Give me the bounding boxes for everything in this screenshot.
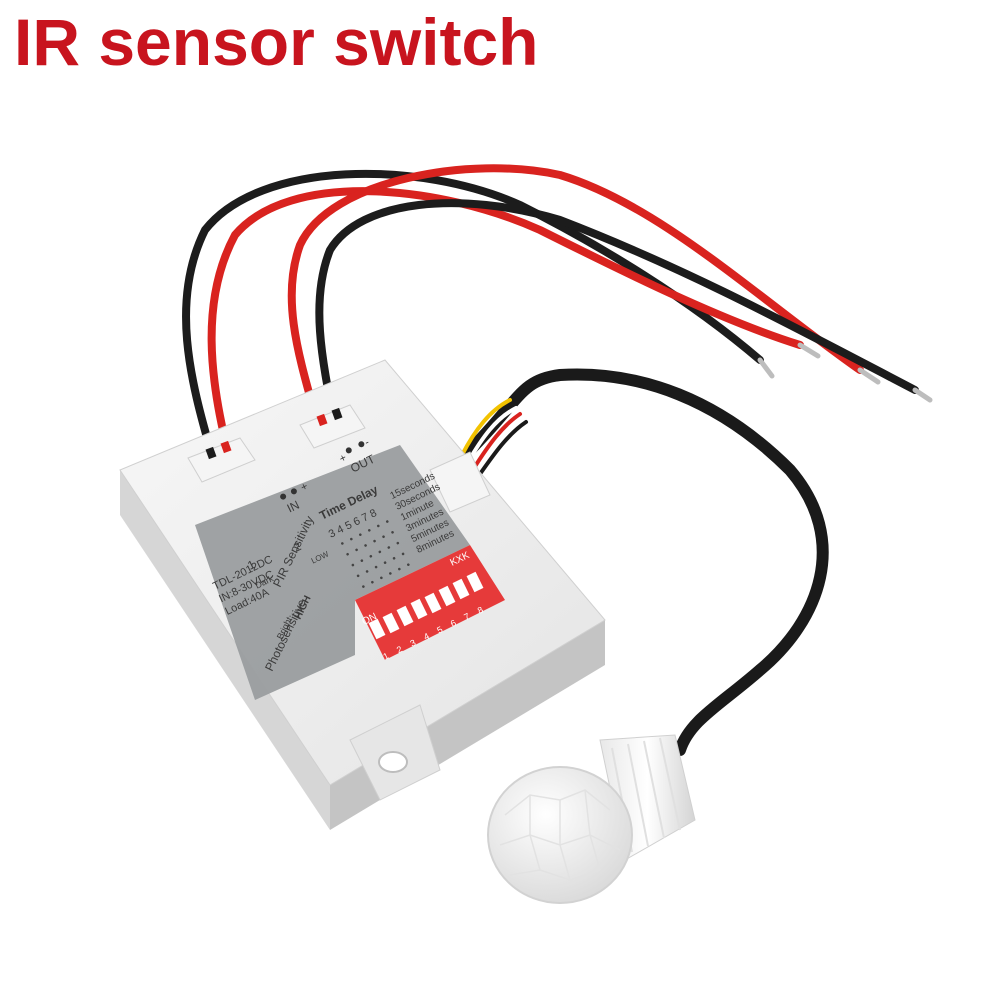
dip-pos-6: 6 [449, 618, 458, 629]
in-port-label: + [280, 481, 310, 500]
out-plus-text: + [338, 452, 349, 466]
dip-pos-3: 3 [408, 637, 417, 648]
dip-pos-2: 2 [395, 644, 404, 655]
dip-pos-4: 4 [422, 631, 431, 642]
dip-position-numbers: 1 2 3 4 5 6 7 8 [381, 605, 484, 662]
in-text: IN [285, 498, 302, 516]
pir-sensor-head [487, 734, 696, 904]
out-minus-text: - [363, 436, 372, 449]
input-connector [187, 437, 256, 483]
dip-pos-5: 5 [435, 624, 444, 635]
dip-pos-1: 1 [381, 651, 390, 662]
dip-switch-toggles[interactable] [368, 571, 484, 640]
dip-switch: ON KXK 1 2 3 4 5 6 7 8 [355, 545, 505, 662]
label-panel [195, 445, 470, 700]
in-plus-text: + [299, 481, 310, 495]
page-title: IR sensor switch [14, 5, 539, 79]
sensor-connector [429, 451, 491, 513]
power-wires [182, 164, 933, 459]
dip-pos-7: 7 [462, 611, 471, 622]
output-connector [299, 404, 366, 449]
dip-pos-8: 8 [476, 605, 485, 616]
